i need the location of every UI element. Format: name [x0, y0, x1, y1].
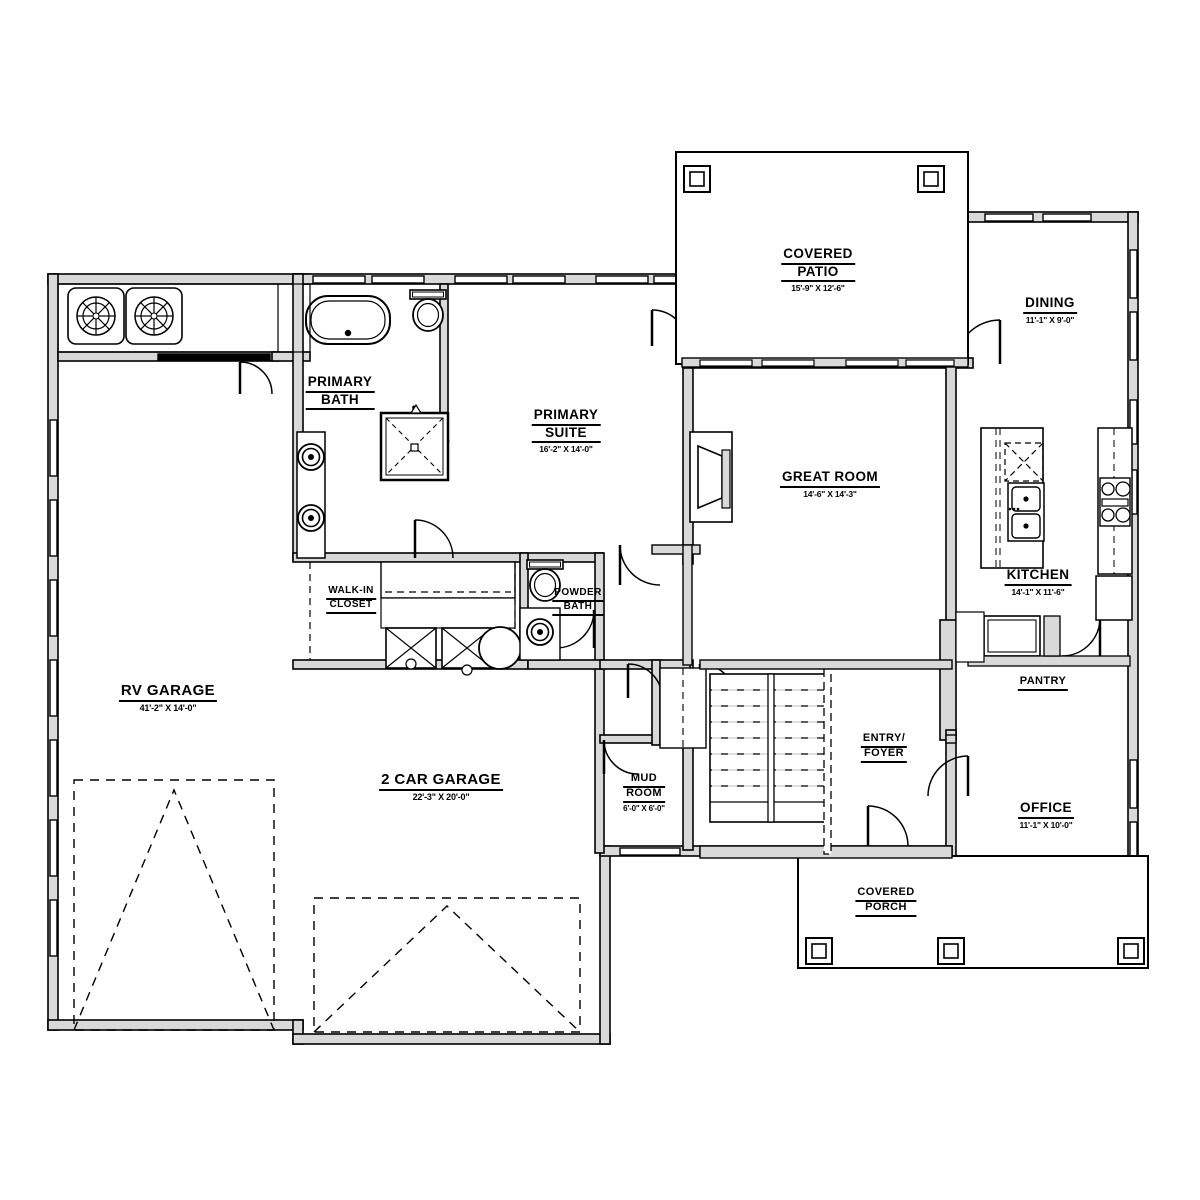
room-name-line: PATIO	[781, 264, 855, 283]
room-name-line: KITCHEN	[1004, 567, 1072, 586]
room-name-line: CLOSET	[326, 599, 376, 614]
cabinet-lines	[57, 283, 985, 663]
room-name-line: DINING	[1023, 295, 1077, 314]
stairs	[659, 667, 832, 855]
interior-partitions	[651, 544, 957, 744]
room-name-line: OFFICE	[1018, 800, 1074, 819]
vehicle-outline-rv	[73, 779, 275, 1031]
room-label-rv-garage: RV GARAGE 41'-2" X 14'-0"	[118, 682, 218, 714]
room-label-2-car-garage: 2 CAR GARAGE 22'-3" X 20'-0"	[379, 771, 503, 803]
fireplace	[689, 431, 733, 523]
room-name-line: BATH	[552, 601, 604, 616]
room-name-line: MUD	[623, 772, 665, 788]
room-label-kitchen: KITCHEN 14'-1" X 11'-6"	[1004, 567, 1072, 597]
sink-primary-2	[297, 504, 325, 532]
room-label-office: OFFICE 11'-1" X 10'-0"	[1018, 800, 1074, 830]
sink-powder	[526, 618, 554, 646]
room-dimensions: 14'-1" X 11'-6"	[1011, 586, 1065, 597]
room-name-line: COVERED	[781, 246, 855, 265]
room-dimensions: 22'-3" X 20'-0"	[412, 792, 470, 803]
room-name-line: PRIMARY	[305, 374, 375, 393]
toilet-primary	[409, 289, 447, 332]
patio-post-2	[917, 165, 945, 193]
room-label-great-room: GREAT ROOM 14'-6" X 14'-3"	[780, 469, 880, 499]
kitchen-island-sink	[1007, 482, 1045, 542]
room-name-line: SUITE	[531, 425, 601, 444]
room-name-line: PRIMARY	[531, 407, 601, 426]
room-dimensions: 11'-1" X 9'-0"	[1025, 314, 1075, 325]
powder-vanity	[519, 607, 561, 661]
vehicle-outline-car	[313, 897, 581, 1033]
cooktop-island	[1004, 442, 1044, 482]
primary-vanity	[296, 431, 326, 559]
room-dimensions: 16'-2" X 14'-0"	[539, 444, 593, 455]
room-name-line: ENTRY/	[860, 732, 908, 748]
dryer	[134, 296, 174, 336]
patio-post-1	[683, 165, 711, 193]
porch-post-2	[937, 937, 965, 965]
room-name-line: WALK-IN	[326, 585, 376, 600]
walk-in-closet-shelving	[309, 561, 516, 660]
sink-primary-1	[297, 443, 325, 471]
porch-post-1	[805, 937, 833, 965]
room-dimensions: 14'-6" X 14'-3"	[803, 488, 857, 499]
room-name-line: GREAT ROOM	[780, 469, 880, 488]
room-name-line: PANTRY	[1017, 675, 1069, 691]
room-label-entry-foyer: ENTRY/FOYER	[860, 732, 908, 763]
kitchen-island	[980, 427, 1045, 569]
room-dimensions: 6'-0" X 6'-0"	[623, 803, 665, 813]
room-dimensions: 41'-2" X 14'-0"	[139, 703, 197, 714]
room-name-line: BATH	[305, 392, 375, 411]
room-label-pantry: PANTRY	[1017, 675, 1069, 691]
room-name-line: 2 CAR GARAGE	[379, 771, 503, 792]
windows	[49, 213, 1138, 957]
room-name-line: POWDER	[552, 587, 604, 602]
bathtub	[305, 295, 391, 345]
room-dimensions: 15'-9" X 12'-6"	[791, 283, 845, 294]
room-name-line: PORCH	[855, 901, 917, 917]
room-name-line: ROOM	[623, 787, 665, 803]
room-label-dining: DINING 11'-1" X 9'-0"	[1023, 295, 1077, 325]
porch-post-3	[1117, 937, 1145, 965]
covered-patio-area	[675, 151, 969, 368]
shower-primary	[379, 403, 450, 482]
washer	[76, 296, 116, 336]
covered-porch-area	[699, 845, 1149, 969]
room-dimensions: 11'-1" X 10'-0"	[1019, 819, 1073, 830]
cooktop	[1099, 477, 1131, 527]
room-name-line: FOYER	[860, 747, 908, 763]
kitchen-counter-right	[1097, 427, 1133, 575]
room-name-line: COVERED	[855, 886, 917, 902]
room-name-line: RV GARAGE	[118, 682, 218, 703]
refrigerator	[1095, 575, 1133, 621]
laundry-appliances	[67, 287, 183, 345]
laundry-row	[385, 626, 522, 676]
